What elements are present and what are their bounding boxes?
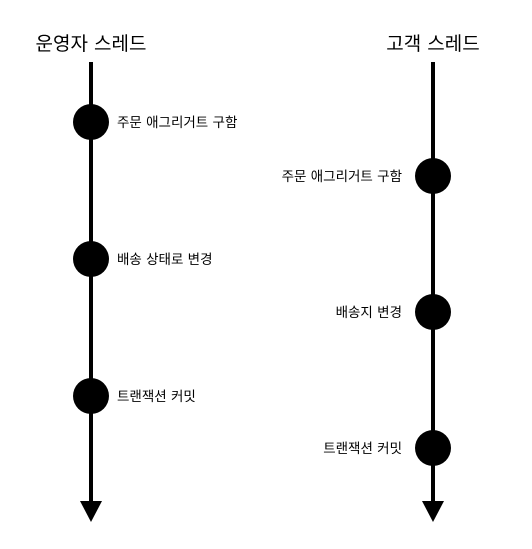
customer-event-label: 트랜잭션 커밋 — [323, 441, 402, 457]
operator-event-marker — [73, 104, 109, 140]
operator-event-marker — [73, 241, 109, 277]
customer-timeline-arrowhead — [422, 501, 444, 522]
customer-event-marker — [415, 430, 451, 466]
customer-thread: 고객 스레드 주문 애그리거트 구함 배송지 변경 트랜잭션 커밋 — [282, 33, 480, 522]
customer-thread-title: 고객 스레드 — [386, 33, 479, 55]
operator-timeline-arrowhead — [80, 501, 102, 522]
operator-thread-title: 운영자 스레드 — [36, 33, 147, 55]
customer-event-marker — [415, 158, 451, 194]
customer-event-label: 배송지 변경 — [336, 305, 402, 321]
operator-event-label: 배송 상태로 변경 — [117, 252, 213, 268]
operator-event-label: 트랜잭션 커밋 — [117, 389, 196, 405]
customer-event-label: 주문 애그리거트 구함 — [282, 169, 402, 185]
customer-event-marker — [415, 294, 451, 330]
operator-event-marker — [73, 378, 109, 414]
operator-event-label: 주문 애그리거트 구함 — [117, 115, 237, 131]
operator-thread: 운영자 스레드 주문 애그리거트 구함 배송 상태로 변경 트랜잭션 커밋 — [36, 33, 237, 522]
